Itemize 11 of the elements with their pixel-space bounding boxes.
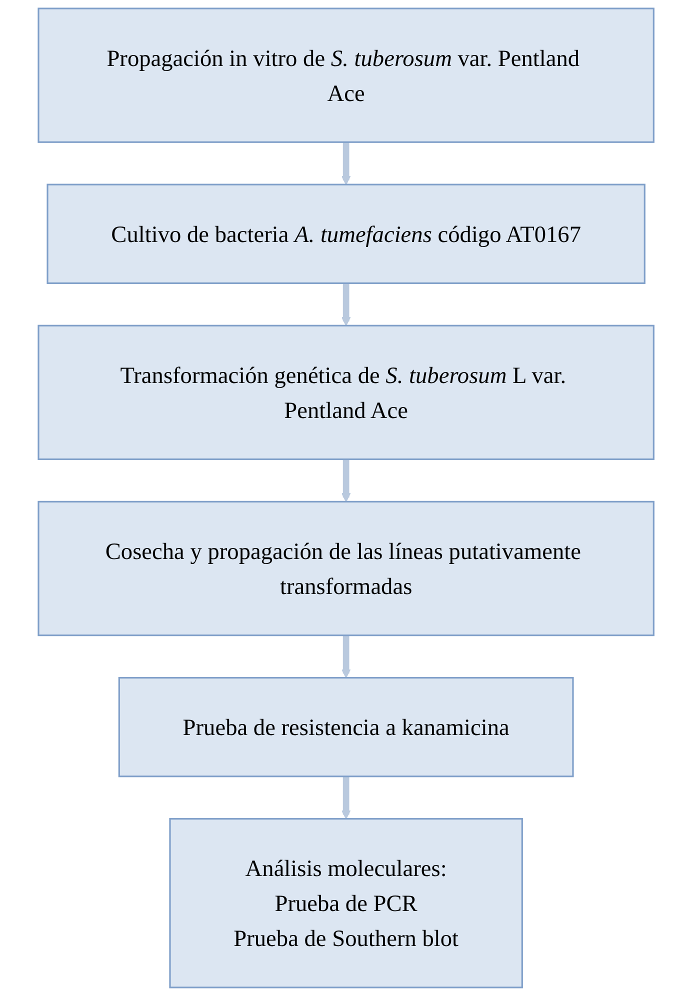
node-box: Cosecha y propagación de las líneas putativamente transformadas [38,500,655,636]
node-box: Prueba de resistencia a kanamicina [118,676,574,778]
arrow [342,776,352,820]
arrow [342,142,352,185]
node-box: Transformación genética de S. tuberosum L var. Pentland Ace [38,324,655,460]
node-box: Cultivo de bacteria A. tumefaciens código AT0167 [47,184,646,284]
arrow [342,635,352,678]
node-box: Análisis moleculares: Prueba de PCR Prueba de Southern blot [170,818,524,988]
arrow [342,459,352,502]
arrow [342,283,352,326]
node-box: Propagación in vitro de S. tuberosum var. Pentland Ace [38,8,655,143]
